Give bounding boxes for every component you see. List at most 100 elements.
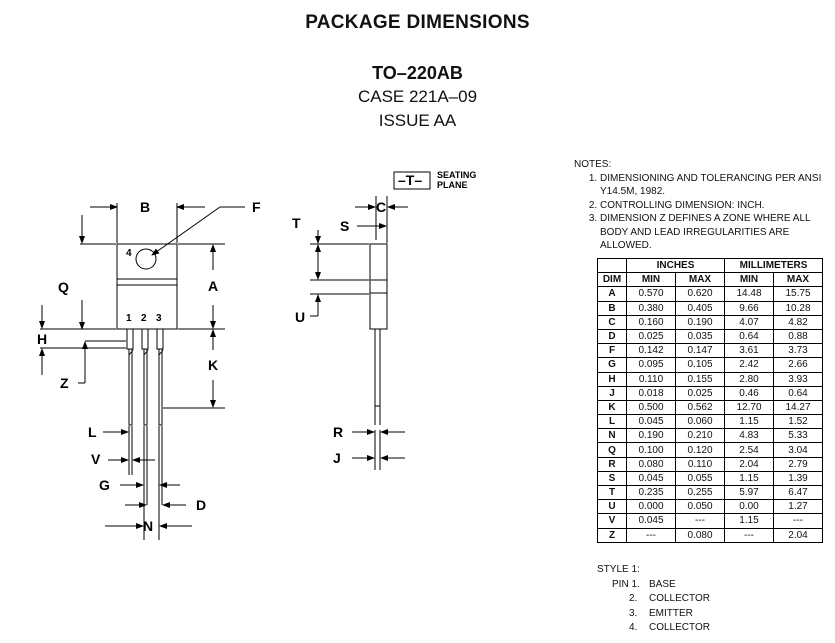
- dimensions-table-container: INCHES MILLIMETERS DIM MIN MAX MIN MAX A…: [597, 257, 823, 543]
- label-l: L: [88, 424, 97, 440]
- note-item: CONTROLLING DIMENSION: INCH.: [600, 199, 834, 213]
- dim-cell: B: [597, 300, 627, 316]
- dim-cell: S: [597, 470, 627, 487]
- value-cell: 3.93: [773, 371, 823, 387]
- dim-cell: D: [597, 328, 627, 345]
- value-cell: 10.28: [773, 300, 823, 316]
- style-pin-name: COLLECTOR: [649, 593, 710, 604]
- label-q: Q: [58, 279, 69, 295]
- value-cell: 0.235: [626, 484, 676, 501]
- value-cell: 0.045: [626, 414, 676, 430]
- dim-cell: T: [597, 484, 627, 501]
- value-cell: 0.120: [675, 442, 725, 458]
- style-pin-label: 2.: [629, 593, 638, 604]
- label-z: Z: [60, 375, 69, 391]
- value-cell: 1.39: [773, 470, 823, 487]
- style-section: STYLE 1: PIN 1.BASE 2.COLLECTOR 3.EMITTE…: [597, 563, 710, 636]
- value-cell: 14.48: [724, 286, 774, 302]
- value-cell: 0.147: [675, 343, 725, 359]
- value-cell: 1.52: [773, 414, 823, 430]
- value-cell: 0.110: [626, 371, 676, 387]
- lead-2-shoulder: [141, 328, 149, 350]
- label-u: U: [295, 309, 305, 325]
- value-cell: 9.66: [724, 300, 774, 316]
- value-cell: 0.405: [675, 300, 725, 316]
- style-pin-name: BASE: [649, 578, 676, 590]
- label-r: R: [333, 424, 343, 440]
- dim-cell: Z: [597, 527, 627, 543]
- value-cell: 6.47: [773, 484, 823, 501]
- lead-3-shoulder: [156, 328, 164, 350]
- value-cell: 0.000: [626, 499, 676, 515]
- lead-1-shoulder: [126, 328, 134, 350]
- seating-text-2: PLANE: [437, 180, 468, 190]
- label-j: J: [333, 450, 341, 466]
- note-item: DIMENSIONING AND TOLERANCING PER ANSI Y1…: [600, 172, 834, 199]
- value-cell: 0.105: [675, 357, 725, 373]
- value-cell: 2.04: [724, 456, 774, 472]
- dim-cell: L: [597, 414, 627, 430]
- notes-heading: NOTES:: [574, 159, 612, 170]
- pin-number-2: 2: [141, 313, 147, 324]
- value-cell: 0.045: [626, 470, 676, 487]
- dim-cell: N: [597, 428, 627, 444]
- value-cell: 0.155: [675, 371, 725, 387]
- label-d: D: [196, 497, 206, 513]
- value-cell: 4.83: [724, 428, 774, 444]
- dim-cell: A: [597, 286, 627, 302]
- label-k: K: [208, 357, 218, 373]
- value-cell: 0.018: [626, 385, 676, 401]
- value-cell: 0.050: [675, 499, 725, 515]
- mounting-hole: [135, 248, 157, 270]
- value-cell: 0.255: [675, 484, 725, 501]
- label-g: G: [99, 477, 110, 493]
- label-n: N: [143, 518, 153, 534]
- tab-number: 4: [126, 248, 132, 259]
- table-header-min: MIN: [626, 272, 676, 288]
- dimensions-table: INCHES MILLIMETERS DIM MIN MAX MIN MAX A…: [597, 257, 823, 543]
- notes-list: DIMENSIONING AND TOLERANCING PER ANSI Y1…: [574, 172, 834, 253]
- value-cell: 4.07: [724, 314, 774, 330]
- value-cell: 4.82: [773, 314, 823, 330]
- value-cell: 0.095: [626, 357, 676, 373]
- value-cell: 0.110: [675, 456, 725, 472]
- value-cell: 0.142: [626, 343, 676, 359]
- value-cell: 2.42: [724, 357, 774, 373]
- pin-number-3: 3: [156, 313, 162, 324]
- value-cell: 1.15: [724, 513, 774, 529]
- dim-cell: H: [597, 371, 627, 387]
- seating-plane-label: –T–: [398, 172, 422, 188]
- style-pin-row: 2. COLLECTOR: [597, 592, 710, 607]
- value-cell: 1.15: [724, 414, 774, 430]
- label-b: B: [140, 199, 150, 215]
- side-lead: [374, 328, 381, 407]
- value-cell: ---: [773, 513, 823, 529]
- table-header-inches: INCHES: [626, 257, 725, 274]
- dim-cell: U: [597, 499, 627, 515]
- package-issue: ISSUE AA: [378, 111, 457, 130]
- value-cell: 0.025: [626, 328, 676, 345]
- value-cell: 0.025: [675, 385, 725, 401]
- value-cell: 0.190: [675, 314, 725, 330]
- label-h: H: [37, 331, 47, 347]
- value-cell: 1.15: [724, 470, 774, 487]
- value-cell: ---: [675, 513, 725, 529]
- style-pin-label: 3.: [629, 607, 638, 619]
- table-header-blank: [597, 257, 627, 274]
- value-cell: 12.70: [724, 399, 774, 416]
- table-header-min: MIN: [724, 272, 774, 288]
- seating-text-1: SEATING: [437, 170, 476, 180]
- lead-3: [158, 348, 163, 426]
- table-header-max: MAX: [675, 272, 725, 288]
- value-cell: 2.80: [724, 371, 774, 387]
- style-pin-row: 3.EMITTER: [597, 607, 710, 622]
